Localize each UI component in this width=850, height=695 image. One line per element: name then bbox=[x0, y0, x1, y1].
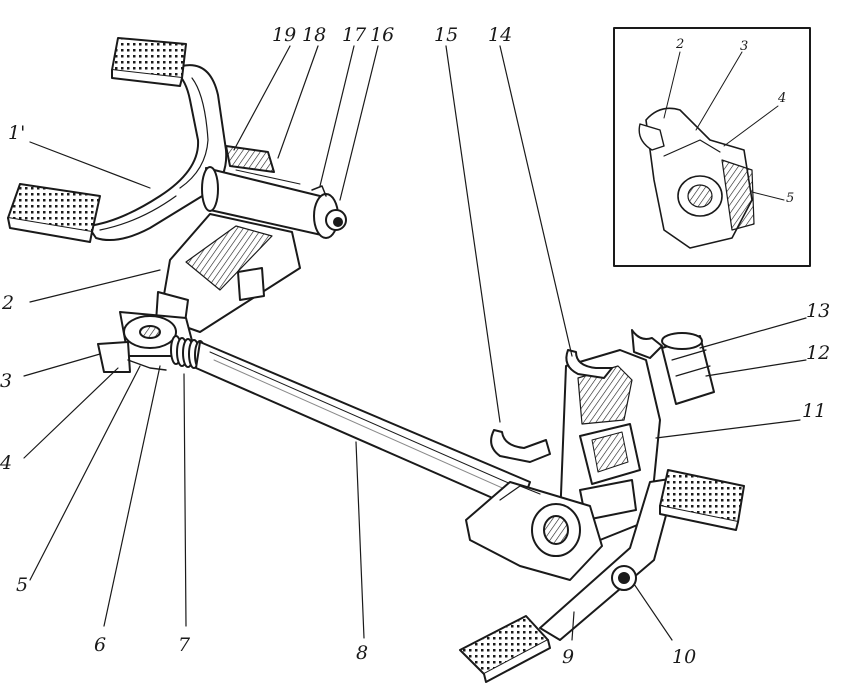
right-hook-left bbox=[490, 429, 551, 463]
label-5: 5 bbox=[16, 574, 29, 596]
label-3: 3 bbox=[0, 370, 13, 392]
twin-pedal-arm bbox=[87, 64, 228, 241]
right-base bbox=[465, 481, 603, 581]
label-12: 12 bbox=[806, 342, 831, 364]
label-9: 9 bbox=[562, 646, 575, 668]
label-18: 18 bbox=[302, 24, 327, 46]
label-8: 8 bbox=[356, 642, 369, 664]
label-7: 7 bbox=[178, 634, 191, 656]
label-16: 16 bbox=[370, 24, 395, 46]
cross-shaft bbox=[195, 341, 531, 511]
right-hook-top bbox=[565, 329, 663, 379]
left-bracket bbox=[97, 213, 301, 373]
label-2: 2 bbox=[2, 292, 15, 314]
label-15: 15 bbox=[434, 24, 459, 46]
label-6: 6 bbox=[94, 634, 107, 656]
leader-lines bbox=[23, 45, 807, 641]
right-upper-pedal-pad bbox=[659, 469, 745, 531]
lower-pedal-pad bbox=[7, 183, 101, 243]
label-4: 4 bbox=[0, 452, 13, 474]
right-lower-pedal-pad bbox=[459, 615, 551, 683]
inset-label-2: 2 bbox=[676, 37, 685, 52]
label-11: 11 bbox=[802, 400, 827, 422]
label-19: 19 bbox=[272, 24, 297, 46]
inset-label-3: 3 bbox=[740, 39, 749, 54]
label-1-prime: 1' bbox=[8, 122, 26, 144]
label-13: 13 bbox=[806, 300, 831, 322]
label-17: 17 bbox=[342, 24, 367, 46]
label-10: 10 bbox=[672, 646, 697, 668]
upper-hub bbox=[201, 145, 347, 239]
label-14: 14 bbox=[488, 24, 513, 46]
inset-detail bbox=[613, 27, 811, 267]
inset-label-4: 4 bbox=[778, 91, 787, 106]
right-tube bbox=[661, 332, 715, 405]
inset-label-5: 5 bbox=[786, 191, 795, 206]
upper-pedal-pad bbox=[111, 37, 187, 87]
